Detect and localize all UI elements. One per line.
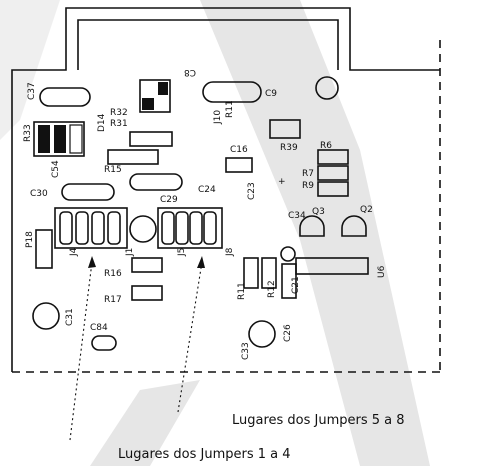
r33-pad [38, 125, 50, 153]
center-component [129, 215, 157, 243]
r6-label: R6 [320, 141, 332, 151]
u6-body [295, 257, 369, 275]
r7-label: R7 [302, 169, 314, 179]
c37-label: C37 [27, 82, 37, 100]
j8-label: J8 [225, 247, 235, 257]
c37-body [39, 87, 91, 107]
jumper-4 [107, 211, 121, 245]
jumper-8 [203, 211, 217, 245]
c21-top [280, 246, 296, 262]
transistor-body [139, 79, 171, 113]
r17-label: R17 [104, 295, 122, 305]
arrow-jumpers-5-8 [177, 261, 203, 413]
r9-body [317, 181, 349, 197]
background-band [200, 0, 430, 466]
j10-label: J10 [213, 110, 223, 125]
r31-label: R31 [110, 119, 128, 129]
r33-pad [54, 125, 66, 153]
r12-body [261, 257, 277, 289]
r11-label: R11 [237, 282, 247, 300]
c84-label: C84 [90, 323, 108, 333]
r33-block [33, 121, 85, 157]
c26-body [248, 320, 276, 348]
p18-label: P18 [25, 231, 35, 248]
jumper-2 [75, 211, 89, 245]
c9-body [202, 81, 262, 103]
c30-label: C30 [30, 189, 48, 199]
r17-body [131, 285, 163, 301]
c16-body [225, 157, 253, 173]
board-notch [77, 19, 339, 70]
c54-label: C54 [51, 160, 61, 178]
transistor-tab [142, 98, 154, 110]
c26-label: C26 [283, 324, 293, 342]
q3-label: Q3 [312, 207, 325, 217]
c23-label: C23 [247, 182, 257, 200]
c84-body [91, 335, 117, 351]
r12-label: R12 [267, 280, 277, 298]
c9-label: C9 [265, 89, 277, 99]
jumper-5 [161, 211, 175, 245]
c33-label: C33 [241, 342, 251, 360]
q3-body [299, 215, 325, 237]
arrow-head-1-4 [88, 256, 96, 268]
r33-label: R33 [23, 124, 33, 142]
j4-label: J4 [69, 247, 79, 257]
c29-body [129, 173, 183, 191]
j5-label: J5 [177, 248, 187, 257]
r16-body [131, 257, 163, 273]
arrow-jumpers-1-4 [69, 261, 93, 441]
r11-top-label: R11 [225, 100, 235, 118]
caption-jumpers-5-8: Lugares dos Jumpers 5 a 8 [232, 413, 405, 428]
c30-body [61, 183, 115, 201]
jumper-6 [175, 211, 189, 245]
r39-body [269, 119, 301, 139]
d14-label: D14 [97, 113, 107, 132]
r39-label: R39 [280, 143, 298, 153]
transistor-tab [158, 82, 168, 95]
resistor-body [129, 131, 173, 147]
r16-label: R16 [104, 269, 122, 279]
background-band [90, 380, 200, 466]
c31-body [32, 302, 60, 330]
c21-body [281, 263, 297, 299]
caption-jumpers-1-4: Lugares dos Jumpers 1 a 4 [118, 447, 291, 462]
resistor-body [107, 149, 159, 165]
r15-label: R15 [104, 165, 122, 175]
board-outline [11, 7, 440, 372]
c8-label: C8 [184, 67, 196, 77]
r11-body [243, 257, 259, 289]
c21-label: C21 [291, 276, 301, 294]
jumper-3 [91, 211, 105, 245]
mount-hole [315, 76, 339, 100]
jumper-block-5-8 [157, 207, 223, 249]
c24-label: C24 [198, 185, 216, 195]
r6-body [317, 149, 349, 165]
r7-body [317, 165, 349, 181]
jumper-1 [59, 211, 73, 245]
c34-label: C34 [288, 211, 306, 221]
c16-label: C16 [230, 145, 248, 155]
r33-pad [69, 124, 83, 154]
q2-label: Q2 [360, 205, 373, 215]
p18-body [35, 229, 53, 269]
c31-label: C31 [65, 308, 75, 326]
jumper-7 [189, 211, 203, 245]
u6-label: U6 [377, 265, 387, 278]
r32-label: R32 [110, 108, 128, 118]
jumper-block-1-4 [54, 207, 128, 249]
q2-body [341, 215, 367, 237]
arrow-head-5-8 [197, 256, 205, 268]
plus-sign: + [278, 177, 286, 187]
j1-label: J1 [125, 248, 135, 257]
c29-label: C29 [160, 195, 178, 205]
r9-label: R9 [302, 181, 314, 191]
